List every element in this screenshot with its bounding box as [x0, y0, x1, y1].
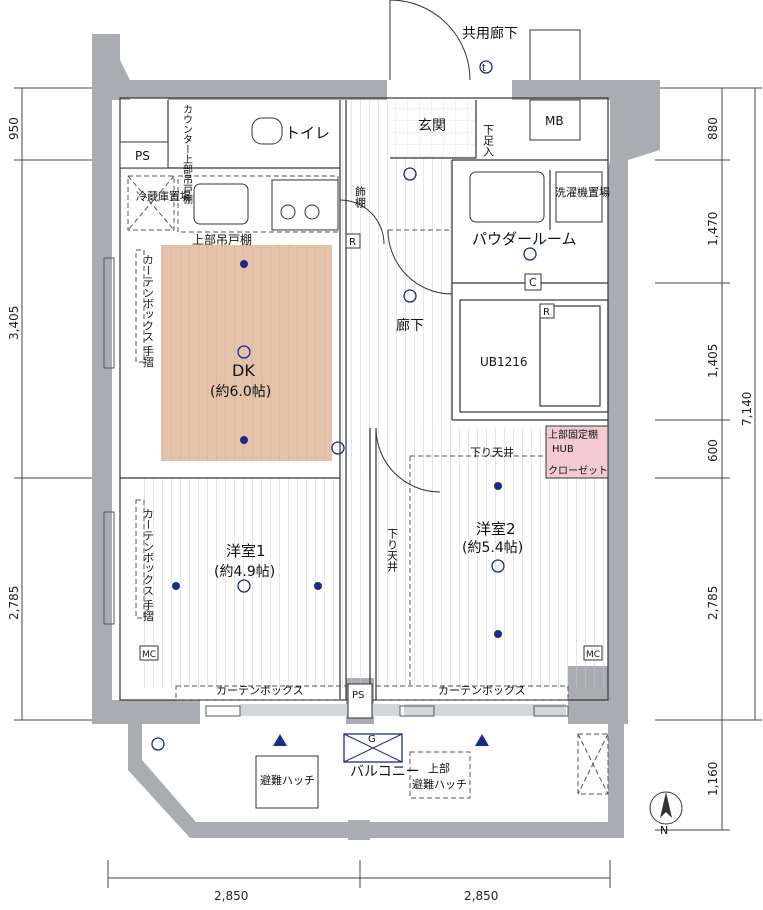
vanity-fixture [469, 171, 545, 223]
balcony-wall [128, 724, 624, 838]
entrance-label: 玄関 [418, 117, 446, 134]
counter-label: カウンター上部吊戸棚 [181, 104, 193, 205]
dim-right-1: 880 [706, 117, 720, 140]
window-frames [103, 257, 569, 717]
dim-left-2: 3,405 [7, 306, 21, 340]
north-arrow-icon [660, 792, 672, 818]
r-box-1 [345, 233, 361, 249]
dk-floor [161, 245, 332, 461]
dim-bottom-2: 2,850 [464, 889, 498, 903]
fixed-shelf-label: 上部固定棚 [548, 428, 598, 441]
escape-hatch-label: 避難ハッチ [260, 773, 315, 787]
shoe-storage-label: 下足入 [482, 124, 495, 157]
ub-floor [460, 300, 608, 412]
hallway-floor [340, 100, 452, 480]
t-label: t [482, 63, 486, 74]
room-labels: 共用廊下 玄関 下足入 MB カウンター上部吊戸棚 トイレ PS 冷蔵庫置場 飾… [135, 25, 668, 837]
mc-box-1 [139, 645, 159, 661]
lowered-ceiling-vert-label: 下り天井 [386, 528, 399, 573]
stove-fixture [271, 179, 339, 231]
upper-escape-hatch-label-2: 避難ハッチ [412, 777, 467, 791]
fridge-label: 冷蔵庫置場 [136, 189, 191, 203]
toilet-label: トイレ [285, 124, 330, 142]
dimension-labels: 950 3,405 2,785 880 1,470 1,405 600 2,78… [7, 117, 754, 903]
ps-bottom-label: PS [352, 690, 364, 701]
powder-label: パウダールーム [472, 230, 577, 248]
balcony-post [348, 820, 370, 840]
right-wall [608, 98, 660, 724]
ps-top-box [119, 141, 169, 169]
common-corridor-label: 共用廊下 [462, 25, 518, 42]
closet-label: クローゼット [548, 465, 608, 477]
hallway-label: 廊下 [396, 317, 424, 334]
dim-right-5: 2,785 [706, 586, 720, 620]
ps-bottom-box [347, 683, 373, 719]
bottom-wall-left [92, 700, 200, 724]
north-label: N [660, 824, 668, 837]
curtain-box-left-bottom-label: カーテンボックス 手摺 [142, 508, 155, 622]
room1-name-label: 洋室1 [226, 542, 266, 560]
room1-size-label: (約4.9帖) [214, 564, 275, 580]
r-label-1: R [349, 237, 356, 248]
room2-size-label: (約5.4帖) [462, 540, 523, 556]
dim-right-2: 1,470 [706, 212, 720, 246]
mc-box-2 [583, 645, 603, 661]
top-right-wall [512, 80, 660, 100]
dim-right-3: 1,405 [706, 344, 720, 378]
hub-label: HUB [552, 444, 574, 455]
closet-highlight [545, 425, 609, 479]
upper-cabinet-label: 上部吊戸棚 [192, 232, 252, 247]
ub-label: UB1216 [480, 355, 528, 369]
balcony-label: バルコニー [350, 764, 420, 780]
g-label: G [368, 734, 376, 745]
dim-left-3: 2,785 [7, 586, 21, 620]
toilet-fixture [251, 117, 283, 145]
electrical-symbols [151, 60, 537, 751]
curtain-box-2-label: カーテンボックス [438, 684, 526, 697]
room1-floor [140, 478, 362, 688]
dk-name-label: DK [232, 361, 255, 380]
lowered-ceiling-top-label: 下り天井 [470, 445, 514, 459]
mc-label-2: MC [586, 650, 600, 660]
dim-bottom-1: 2,850 [214, 889, 248, 903]
c-label: C [529, 276, 537, 289]
washer-label: 洗濯機置場 [555, 185, 610, 199]
dimension-lines [14, 87, 762, 888]
dk-size-label: (約6.0帖) [210, 384, 271, 400]
mid-wall-2 [404, 704, 566, 716]
mc-label-1: MC [142, 650, 156, 660]
mb-box [529, 99, 581, 141]
fixtures [193, 117, 603, 231]
gas-meter-box [343, 733, 403, 763]
mid-wall-1 [240, 704, 400, 716]
curtain-box-left-top-label: カーテンボックス 手摺 [142, 254, 155, 368]
curtain-box-1-label: カーテンボックス [216, 684, 304, 697]
dim-left-1: 950 [7, 117, 21, 140]
shelf-label: 飾棚 [354, 186, 367, 209]
dim-right-total: 7,140 [740, 392, 754, 426]
r-label-2: R [543, 307, 550, 318]
sink-fixture [193, 183, 249, 225]
washer-fixture [555, 171, 603, 223]
mb-label: MB [545, 114, 564, 128]
ps-top-label: PS [135, 149, 150, 163]
room2-name-label: 洋室2 [476, 520, 516, 538]
dim-right-4: 600 [706, 439, 720, 462]
dim-right-6: 1,160 [706, 762, 720, 796]
door-swings [339, 0, 581, 493]
escape-hatch-box [255, 755, 319, 809]
upper-escape-hatch-label-1: 上部 [428, 761, 450, 775]
entrance-floor [390, 100, 476, 158]
c-box [524, 273, 542, 291]
r-box-2 [539, 303, 555, 319]
